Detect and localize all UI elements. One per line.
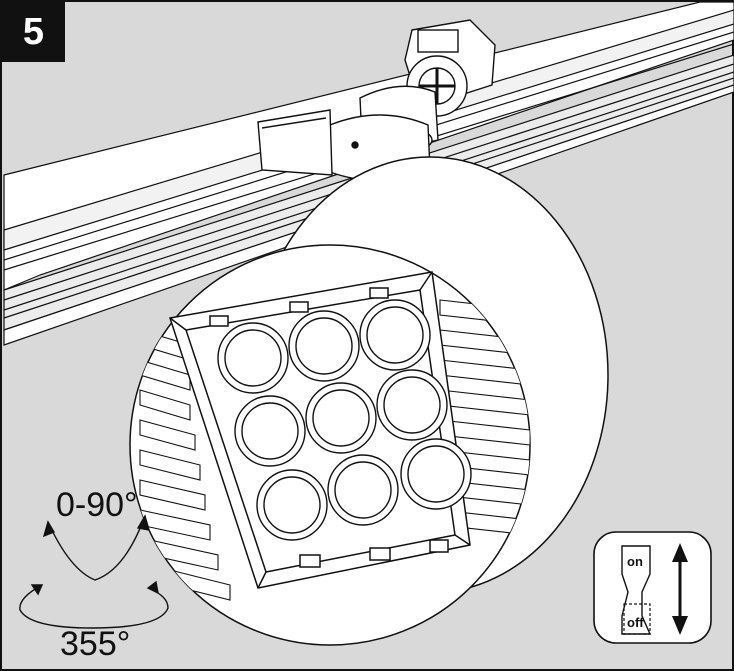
pan-arrow-icon bbox=[19, 580, 169, 629]
led-lens bbox=[217, 322, 289, 394]
led-lens bbox=[376, 369, 448, 441]
up-down-arrow-icon bbox=[672, 543, 688, 635]
on-off-switch-icon: on off bbox=[593, 531, 712, 644]
led-lens bbox=[288, 310, 360, 382]
switch-on-label: on bbox=[627, 554, 643, 569]
led-lens bbox=[234, 395, 306, 467]
led-lens bbox=[400, 438, 472, 510]
led-lens bbox=[359, 299, 431, 371]
pan-range-label: 355° bbox=[60, 625, 131, 663]
switch-off-label: off bbox=[627, 615, 644, 630]
tilt-arrow-icon bbox=[42, 514, 150, 581]
led-lenses bbox=[217, 299, 472, 541]
led-lens bbox=[305, 382, 377, 454]
step-number-badge: 5 bbox=[2, 2, 65, 62]
led-lens bbox=[256, 469, 328, 541]
led-lens bbox=[327, 454, 399, 526]
tilt-range-label: 0-90° bbox=[56, 486, 138, 524]
